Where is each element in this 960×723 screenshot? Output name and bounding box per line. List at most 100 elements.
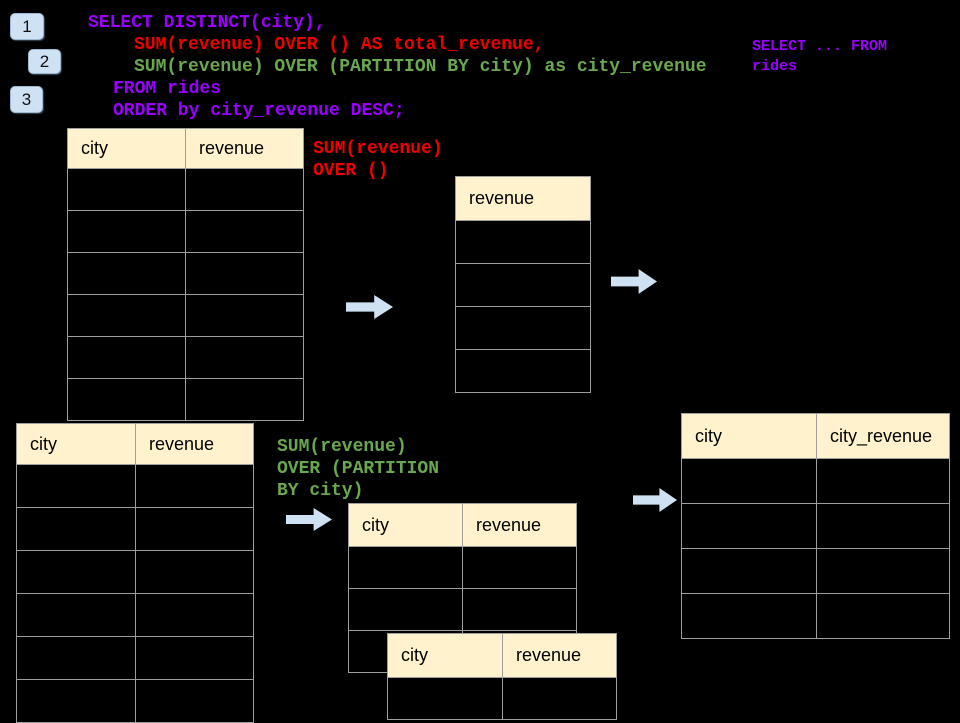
table-cell-empty	[817, 504, 949, 548]
column-header-revenue: revenue	[199, 138, 265, 158]
table-source-top: city revenue	[67, 128, 304, 421]
table-row	[68, 294, 303, 336]
table-cell-empty	[136, 637, 253, 679]
from-note-line-1: SELECT ... FROM	[752, 38, 888, 55]
table-cell-empty	[136, 508, 253, 550]
table-header-row: city city_revenue	[682, 414, 949, 458]
column-header-revenue: revenue	[149, 433, 215, 454]
table-cell-empty	[17, 680, 136, 722]
table-row	[682, 458, 949, 503]
table-row	[388, 677, 616, 719]
table-row	[456, 220, 590, 263]
column-header-revenue: revenue	[476, 514, 542, 535]
table-header-row: city revenue	[17, 424, 253, 464]
table-cell-empty	[68, 169, 186, 210]
table-header-row: city revenue	[349, 504, 576, 546]
table-row	[17, 593, 253, 636]
table-city-revenue-result: city city_revenue	[681, 413, 950, 639]
column-header-city: city	[68, 129, 186, 168]
table-cell-empty	[463, 547, 576, 588]
step-badge-3: 3	[10, 86, 43, 113]
step-badge-1: 1	[10, 13, 44, 40]
table-cell-empty	[817, 594, 949, 638]
total-note-line-1: SUM(revenue)	[313, 139, 443, 159]
table-cell-empty	[349, 547, 463, 588]
total-note-line-2: OVER ()	[313, 161, 389, 181]
table-cell-empty	[136, 465, 253, 507]
column-header-city: city	[682, 414, 817, 458]
sql-line-total-revenue: SUM(revenue) OVER () AS total_revenue,	[134, 35, 545, 55]
arrow-right-icon	[286, 508, 332, 531]
table-row	[17, 507, 253, 550]
table-cell-empty	[456, 264, 590, 306]
table-cell-empty	[682, 459, 817, 503]
table-row	[17, 550, 253, 593]
table-row	[682, 503, 949, 548]
table-cell-empty	[682, 549, 817, 593]
column-header-revenue: revenue	[516, 645, 582, 665]
table-total-revenue: revenue	[455, 176, 591, 393]
arrow-right-icon	[611, 269, 657, 294]
table-header-row: city revenue	[388, 634, 616, 677]
arrow-right-icon	[346, 295, 393, 319]
table-cell-empty	[463, 589, 576, 630]
table-row	[456, 349, 590, 392]
table-cell-empty	[136, 680, 253, 722]
from-note-line-2: rides	[752, 58, 798, 75]
table-row	[17, 679, 253, 722]
table-cell-empty	[136, 551, 253, 593]
table-cell-empty	[388, 678, 503, 719]
table-source-bottom: city revenue	[16, 423, 254, 723]
table-header-row: city revenue	[68, 129, 303, 168]
table-cell-empty	[503, 678, 616, 719]
table-partition-back: city revenue	[348, 503, 577, 673]
table-row	[682, 548, 949, 593]
sql-line-city-revenue: SUM(revenue) OVER (PARTITION BY city) as…	[134, 57, 707, 77]
table-row	[456, 306, 590, 349]
table-cell-empty	[68, 211, 186, 252]
table-cell-empty	[68, 253, 186, 294]
table-cell-empty	[136, 594, 253, 636]
table-row	[68, 210, 303, 252]
table-header-row: revenue	[456, 177, 590, 220]
table-row	[68, 336, 303, 378]
table-row	[456, 263, 590, 306]
sql-line-select: SELECT DISTINCT(city),	[88, 13, 326, 33]
table-cell-empty	[456, 350, 590, 392]
table-row	[349, 588, 576, 630]
column-header-city-revenue: city_revenue	[830, 425, 933, 446]
table-cell-empty	[68, 337, 186, 378]
table-row	[349, 546, 576, 588]
table-cell-empty	[17, 465, 136, 507]
table-row	[68, 168, 303, 210]
column-header-city: city	[349, 504, 463, 546]
table-cell-empty	[68, 379, 186, 420]
table-cell-empty	[682, 504, 817, 548]
table-row	[17, 636, 253, 679]
table-cell-empty	[17, 637, 136, 679]
table-cell-empty	[68, 295, 186, 336]
table-row	[68, 378, 303, 420]
table-cell-empty	[817, 459, 949, 503]
partition-note-line-2: OVER (PARTITION	[277, 459, 440, 479]
table-partition-front: city revenue	[387, 633, 617, 720]
table-row	[68, 252, 303, 294]
table-cell-empty	[186, 211, 303, 252]
sql-line-from: FROM rides	[113, 79, 222, 99]
table-cell-empty	[17, 594, 136, 636]
table-cell-empty	[186, 337, 303, 378]
partition-note-line-1: SUM(revenue)	[277, 437, 407, 457]
column-header-city: city	[17, 424, 136, 464]
sql-line-order-by: ORDER by city_revenue DESC;	[113, 101, 405, 121]
table-cell-empty	[682, 594, 817, 638]
table-cell-empty	[456, 307, 590, 349]
table-cell-empty	[17, 551, 136, 593]
table-cell-empty	[17, 508, 136, 550]
arrow-right-icon	[633, 488, 677, 512]
partition-note-line-3: BY city)	[277, 481, 364, 501]
column-header-city: city	[388, 634, 503, 677]
table-cell-empty	[186, 295, 303, 336]
table-cell-empty	[186, 379, 303, 420]
